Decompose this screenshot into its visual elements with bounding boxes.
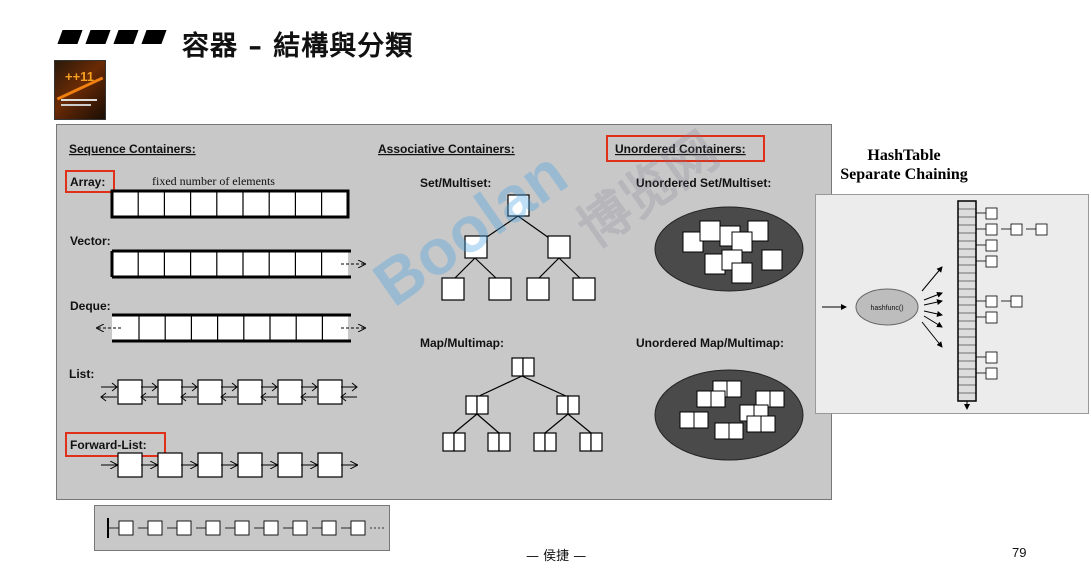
slide-title: 容器 – 結構與分類 <box>182 31 414 62</box>
forward-list-node <box>237 452 263 478</box>
array-label: Array: <box>70 175 105 189</box>
chain-node <box>985 295 998 308</box>
unordered-set-shape <box>654 206 804 292</box>
array-label-highlight <box>65 170 115 193</box>
chain-node <box>1010 295 1023 308</box>
chain-node <box>985 351 998 364</box>
list-node <box>157 379 183 405</box>
bucket-vector <box>957 200 977 410</box>
sequence-heading: Sequence Containers: <box>69 142 196 156</box>
chain-node <box>985 311 998 324</box>
array-note: fixed number of elements <box>152 174 275 188</box>
unordered-heading-highlight <box>606 135 765 162</box>
hashtable-panel: hashfunc() <box>815 194 1089 414</box>
hashtable-title-line1: HashTable <box>867 147 941 164</box>
chain-node <box>985 239 998 252</box>
containers-panel: Sequence Containers: Associative Contain… <box>56 124 832 500</box>
chain-nodes <box>976 207 1048 380</box>
mini-list-node <box>292 520 308 536</box>
footer-author: — 侯捷 — <box>526 549 587 564</box>
containers-diagram: Sequence Containers: Associative Contain… <box>65 135 804 478</box>
unordered-map-shape <box>654 369 804 461</box>
forward-list-label-highlight <box>65 432 166 457</box>
book-cover-image: ++11 <box>54 60 106 120</box>
forward-list-node <box>197 452 223 478</box>
map-tree <box>442 357 603 452</box>
singly-linked-list-diagram <box>107 518 385 538</box>
set-multiset-label: Set/Multiset: <box>420 176 491 190</box>
mini-list-node <box>321 520 337 536</box>
mini-list-node <box>176 520 192 536</box>
mini-list-node <box>118 520 134 536</box>
chain-node <box>1010 223 1023 236</box>
array-shape <box>110 189 350 219</box>
deque-label: Deque: <box>70 299 111 313</box>
set-tree <box>441 194 596 301</box>
deque-shape <box>97 313 365 343</box>
map-multimap-label: Map/Multimap: <box>420 336 504 350</box>
hashfunc-node <box>855 288 919 326</box>
mini-list-node <box>350 520 366 536</box>
mini-list-node <box>234 520 250 536</box>
list-node <box>317 379 343 405</box>
vector-shape <box>110 249 365 279</box>
unordered-set-label: Unordered Set/Multiset: <box>636 176 771 190</box>
forward-list-node <box>117 452 143 478</box>
associative-heading: Associative Containers: <box>378 142 515 156</box>
singly-linked-list-panel <box>94 505 390 551</box>
unordered-map-label: Unordered Map/Multimap: <box>636 336 784 350</box>
list-node <box>117 379 143 405</box>
mini-list-node <box>147 520 163 536</box>
hashtable-diagram: hashfunc() <box>822 200 1048 410</box>
chain-node <box>985 223 998 236</box>
mini-list-node <box>263 520 279 536</box>
forward-list-shape <box>101 452 357 478</box>
forward-list-node <box>157 452 183 478</box>
forward-list-label: Forward-List: <box>70 438 147 452</box>
chain-node <box>985 207 998 220</box>
chain-node <box>985 367 998 380</box>
forward-list-node <box>317 452 343 478</box>
hashfunc-label: hashfunc() <box>870 305 903 312</box>
forward-list-node <box>277 452 303 478</box>
chain-node <box>985 255 998 268</box>
vector-label: Vector: <box>70 234 111 248</box>
hashtable-title-line2: Separate Chaining <box>840 166 968 183</box>
chain-node <box>1035 223 1048 236</box>
list-label: List: <box>69 367 94 381</box>
bucket-array <box>957 200 977 402</box>
list-node <box>237 379 263 405</box>
mini-list-node <box>205 520 221 536</box>
page-number: 79 <box>1012 545 1027 560</box>
list-node <box>277 379 303 405</box>
hashtable-title: HashTable Separate Chaining <box>838 146 970 184</box>
unordered-heading: Unordered Containers: <box>615 142 746 156</box>
list-shape <box>100 379 358 405</box>
list-node <box>197 379 223 405</box>
